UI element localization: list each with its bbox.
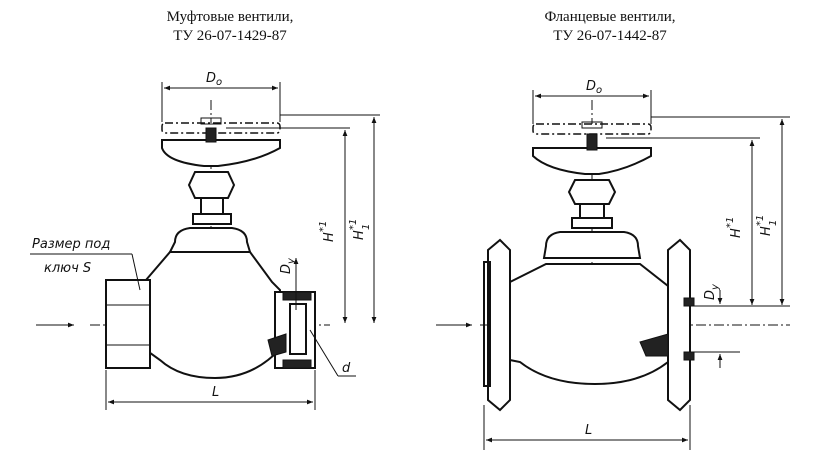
flange-hatch-bottom (683, 351, 695, 361)
hex-end-left (105, 279, 151, 369)
dim-h-right-sup: *1 (725, 217, 736, 228)
stem-top-right (581, 121, 603, 129)
dim-d-left-label: d (342, 361, 351, 376)
flange-left (487, 238, 511, 412)
right-title-line1: Фланцевые вентили, (544, 9, 676, 25)
left-title-line2: ТУ 26-07-1429-87 (173, 28, 287, 44)
dim-dy-left-label: D (279, 264, 294, 274)
left-title: Муфтовые вентили, ТУ 26-07-1429-87 (100, 8, 360, 46)
seat-hatch-left (267, 333, 287, 357)
left-title-line1: Муфтовые вентили, (166, 9, 294, 25)
dim-h-left-sup: *1 (318, 221, 329, 232)
flange-hatch-top (683, 297, 695, 307)
bonnet-right (542, 231, 642, 259)
dim-dy-right-sub: y (710, 283, 721, 291)
flange-right (667, 238, 691, 412)
handwheel-open-right (532, 123, 652, 135)
key-note-line2: ключ S (44, 261, 91, 276)
bonnet-ring-left (192, 213, 232, 225)
handwheel-left (161, 139, 281, 167)
dim-d0-left-sub: o (216, 77, 222, 88)
dim-h1-right-label: H (759, 226, 774, 236)
dim-d0-left-label: D (206, 71, 216, 86)
dim-h1-right-sub: 1 (768, 220, 779, 226)
coupling-valve: D o H *1 H *1 1 D y d L Размер п (30, 71, 380, 410)
stem-nut-left (205, 127, 217, 143)
seat-hatch-right (639, 333, 669, 357)
dim-h1-left-label: H (352, 230, 367, 240)
right-title: Фланцевые вентили, ТУ 26-07-1442-87 (480, 8, 740, 46)
stem-top-left (200, 117, 222, 125)
dim-l-right-label: L (585, 423, 592, 438)
dim-l-left-label: L (212, 385, 219, 400)
dim-d0-right-label: D (586, 79, 596, 94)
dim-h1-left-sub: 1 (361, 224, 372, 230)
dim-h1-left-sup: *1 (348, 219, 359, 230)
right-title-line2: ТУ 26-07-1442-87 (553, 28, 667, 44)
bonnet-nut-right (567, 179, 617, 205)
handwheel-right (532, 147, 652, 175)
valve-body-right (509, 263, 669, 386)
key-note-line1: Размер под (32, 237, 110, 252)
valve-body-left (145, 251, 281, 380)
dim-d0-right-sub: o (596, 85, 602, 96)
stem-nut-right (586, 133, 598, 151)
dim-dy-left-sub: y (286, 257, 297, 265)
flanged-valve: D o H *1 H *1 1 D y L (436, 79, 790, 450)
bonnet-nut-left (187, 171, 236, 199)
dim-h1-right-sup: *1 (755, 215, 766, 226)
dim-h-right-label: H (729, 228, 744, 238)
dim-dy-right-label: D (703, 290, 718, 300)
bonnet-left (168, 227, 252, 253)
bonnet-ring-right (571, 217, 613, 229)
dim-h-left-label: H (322, 232, 337, 242)
